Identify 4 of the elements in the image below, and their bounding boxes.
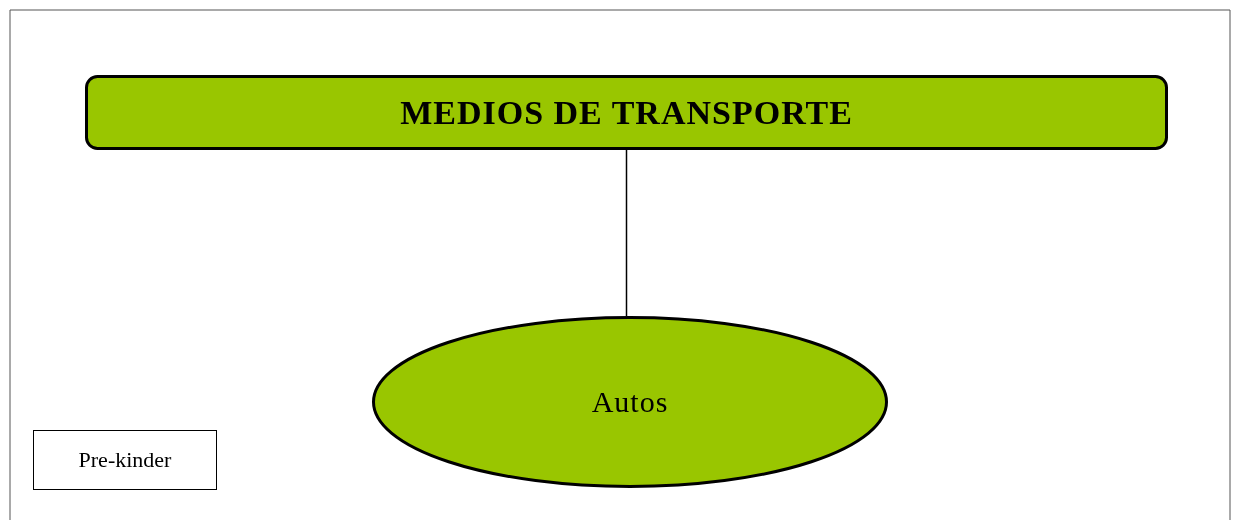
topic-text: Autos [591, 385, 669, 419]
connector-line [625, 149, 628, 317]
title-text: MEDIOS DE TRANSPORTE [400, 93, 853, 132]
level-text: Pre-kinder [78, 447, 172, 473]
